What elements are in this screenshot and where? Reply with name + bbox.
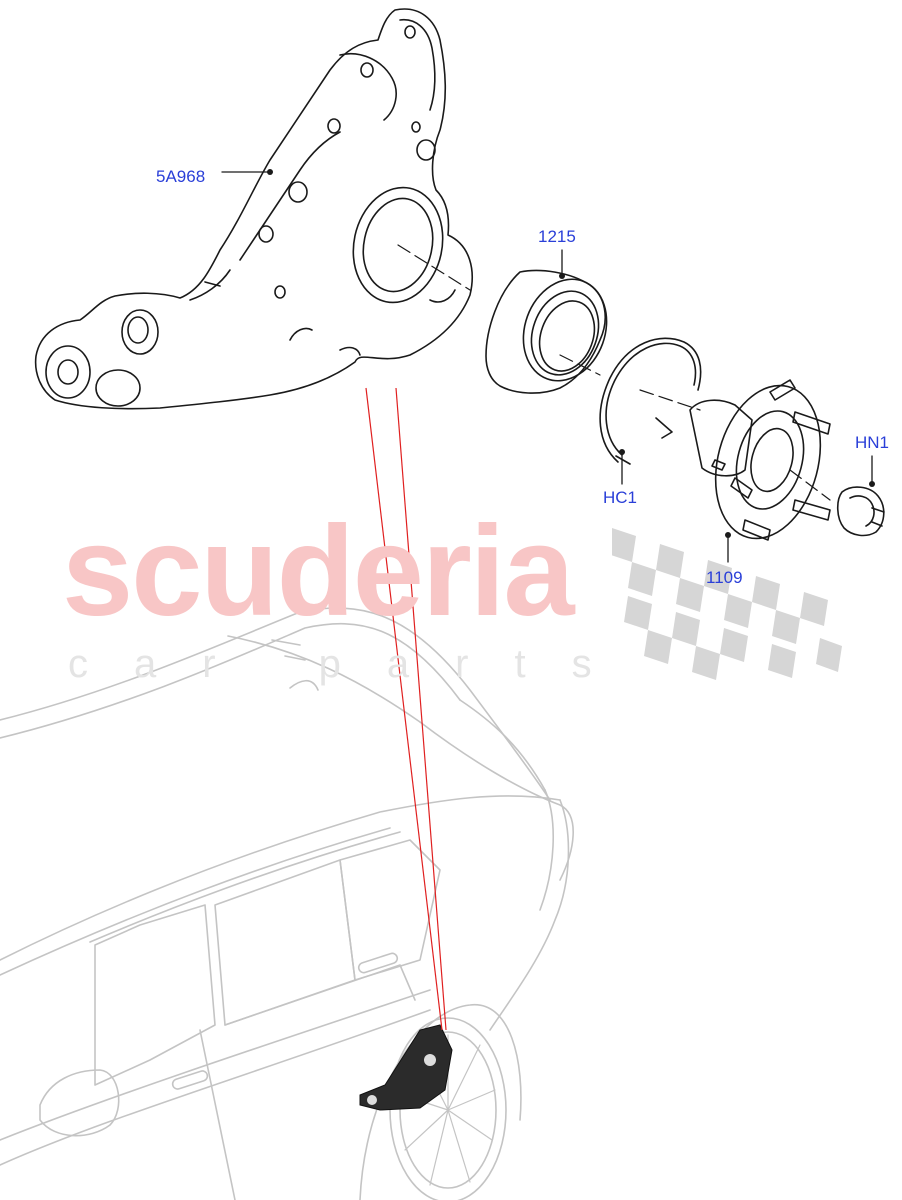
checkered-flag-icon [612,528,842,680]
callout-hn1: HN1 [855,433,890,452]
knuckle-location-marker [359,1024,453,1111]
callout-1109: 1109 [706,568,743,587]
callout-1215: 1215 [538,227,576,246]
wheel-hub-part [689,379,831,541]
wheel-bearing-part [485,269,608,394]
callout-5a968: 5A968 [156,167,206,186]
watermark-brand: scuderia [62,500,574,643]
circlip-part [599,337,702,465]
watermark-tagline: car parts [68,642,638,686]
callout-hc1: HC1 [603,488,638,507]
hub-nut-part [836,486,885,537]
knuckle-part [34,8,473,410]
